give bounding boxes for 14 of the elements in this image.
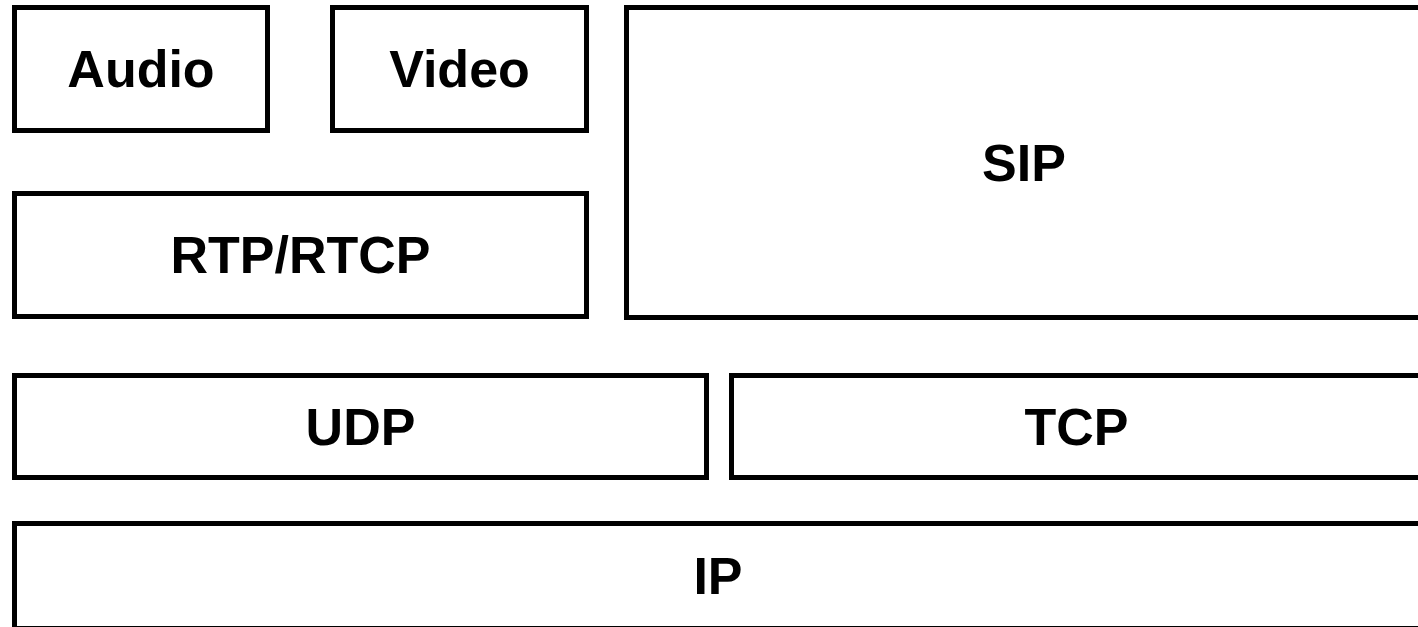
layer-label: Audio [67,39,215,99]
layer-label: Video [389,39,530,99]
layer-box [12,373,709,480]
layer-box [12,191,589,319]
layer-box [624,5,1418,320]
layer-label: SIP [982,132,1066,193]
layer-box [12,5,270,133]
layer-label: IP [693,546,743,606]
layer-label: UDP [305,396,416,457]
layer-label: TCP [1024,396,1129,457]
layer-box [729,373,1418,480]
layer-label: RTP/RTCP [170,225,431,285]
layer-box [12,521,1418,627]
layer-box [330,5,589,133]
